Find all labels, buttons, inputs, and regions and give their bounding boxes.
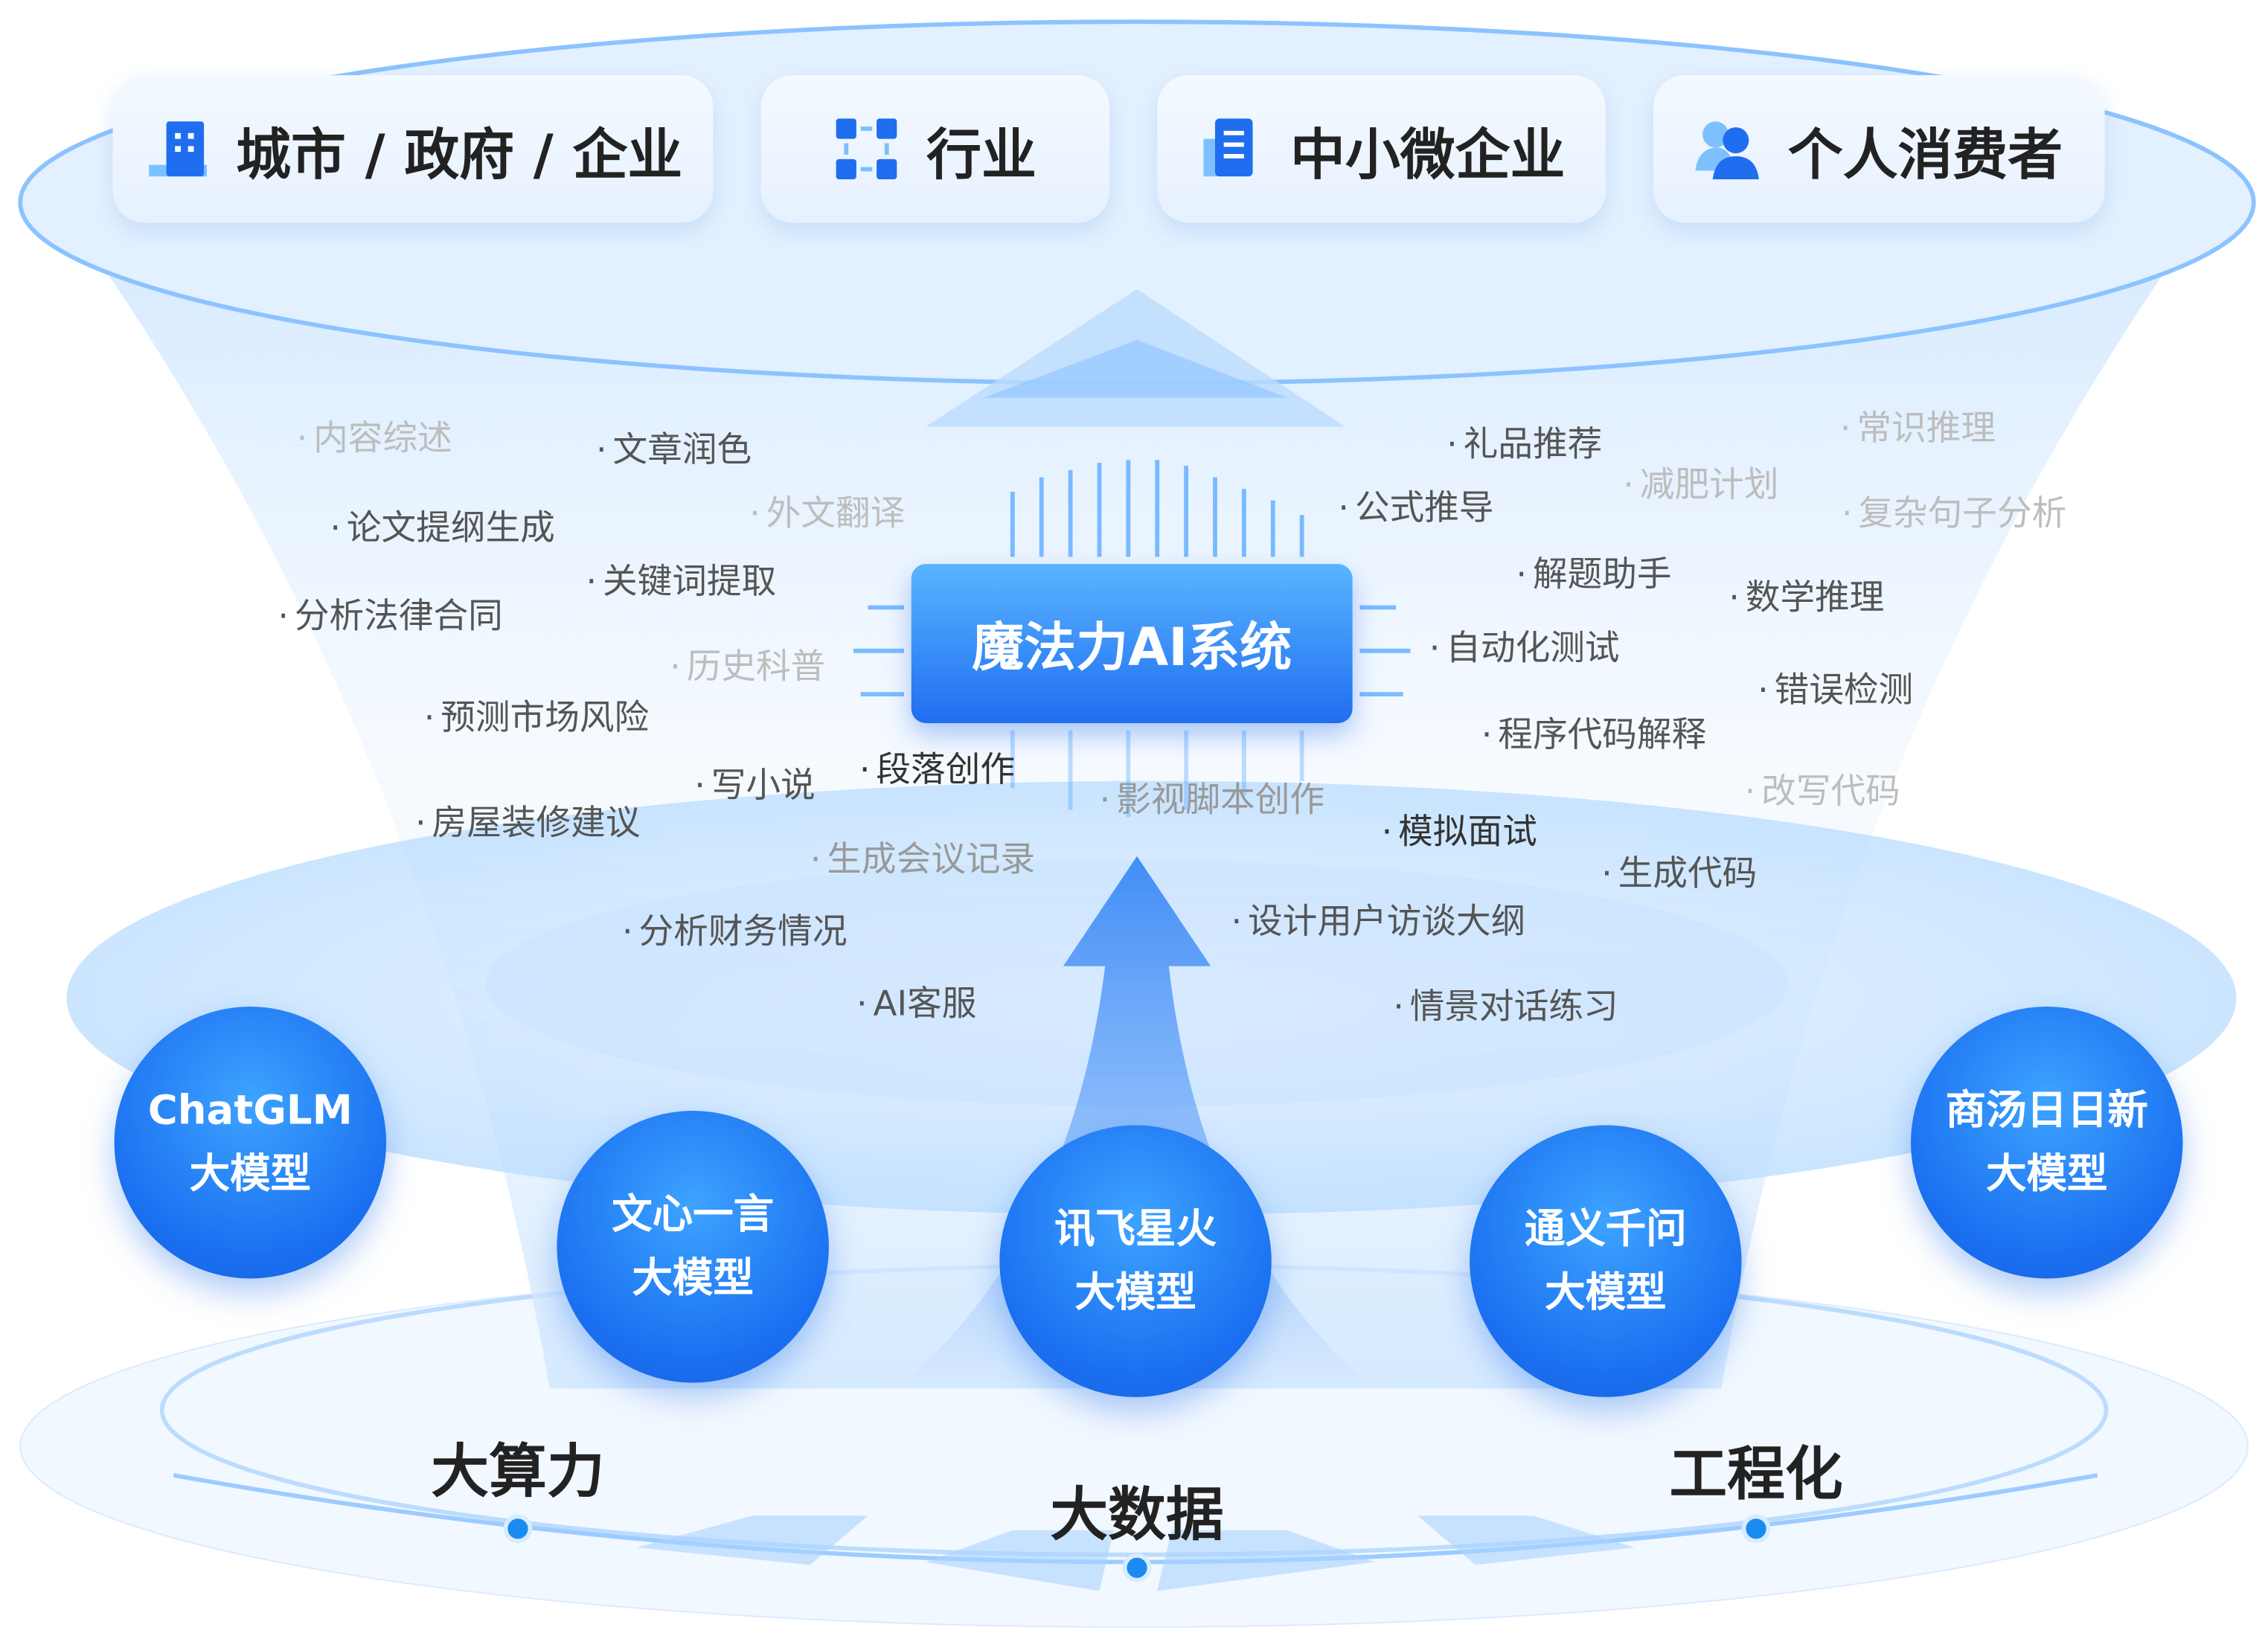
audience-card-consumer: 个人消费者 bbox=[1653, 75, 2105, 223]
capability-tag: 情景对话练习 bbox=[1393, 978, 1618, 1028]
capability-tag: 解题助手 bbox=[1516, 545, 1672, 596]
model-name: 通义千问 bbox=[1524, 1205, 1687, 1253]
model-xunfei: 讯飞星火大模型 bbox=[999, 1125, 1272, 1397]
audience-card-city-government-enterprise: 城市 / 政府 / 企业 bbox=[112, 75, 714, 223]
capability-tag: 论文提纲生成 bbox=[330, 499, 555, 550]
users-icon bbox=[1695, 121, 1759, 180]
capability-tag: 减肥计划 bbox=[1623, 455, 1779, 506]
capability-tag: 内容综述 bbox=[297, 409, 452, 460]
foundation-dot bbox=[503, 1514, 533, 1544]
capability-tag: 数学推理 bbox=[1729, 568, 1885, 619]
capability-tag: 改写代码 bbox=[1744, 762, 1900, 812]
audience-label: 个人消费者 bbox=[1787, 122, 2063, 186]
model-type: 大模型 bbox=[1074, 1268, 1197, 1317]
model-type: 大模型 bbox=[632, 1254, 754, 1302]
model-type: 大模型 bbox=[189, 1149, 311, 1198]
foundation-data: 大数据 bbox=[1050, 1482, 1224, 1550]
capability-tag: 房屋装修建议 bbox=[415, 794, 641, 844]
model-name: ChatGLM bbox=[147, 1085, 353, 1135]
model-type: 大模型 bbox=[1545, 1268, 1667, 1317]
capability-tag: 分析法律合同 bbox=[278, 587, 503, 638]
model-chatglm: ChatGLM 大模型 bbox=[114, 1007, 387, 1279]
capability-tag: 分析财务情况 bbox=[622, 902, 848, 953]
capability-tag: 影视脚本创作 bbox=[1099, 771, 1324, 821]
model-sensetime: 商汤日日新大模型 bbox=[1911, 1007, 2183, 1279]
capability-tag: 文章润色 bbox=[596, 421, 752, 472]
capability-tag: AI客服 bbox=[856, 975, 976, 1025]
model-tongyi: 通义千问大模型 bbox=[1470, 1125, 1742, 1397]
capability-tag: 错误检测 bbox=[1758, 661, 1914, 711]
foundation-dot bbox=[1741, 1514, 1771, 1544]
capability-tag: 设计用户访谈大纲 bbox=[1231, 892, 1525, 943]
capability-tag: 生成会议记录 bbox=[810, 830, 1035, 881]
audience-card-sme: 中小微企业 bbox=[1157, 75, 1606, 223]
capability-tag: 模拟面试 bbox=[1382, 803, 1537, 853]
foundation-compute: 大算力 bbox=[431, 1439, 605, 1506]
capability-tag: 自动化测试 bbox=[1429, 619, 1619, 670]
capability-tag: 常识推理 bbox=[1840, 400, 1996, 450]
capability-tag: 生成代码 bbox=[1601, 844, 1758, 895]
capability-tag: 公式推导 bbox=[1338, 478, 1494, 529]
audience-label: 城市 / 政府 / 企业 bbox=[236, 122, 683, 186]
document-building-icon bbox=[1203, 118, 1253, 177]
model-wenxin: 文心一言大模型 bbox=[557, 1110, 829, 1383]
foundation-dot bbox=[1122, 1553, 1152, 1582]
capability-tag: 复杂句子分析 bbox=[1842, 484, 2066, 535]
model-name: 商汤日日新 bbox=[1945, 1085, 2148, 1135]
capability-tag: 程序代码解释 bbox=[1481, 706, 1706, 757]
capability-tag: 外文翻译 bbox=[749, 484, 906, 535]
core-system-box: 魔法力AI系统 bbox=[911, 564, 1353, 723]
capability-tag: 关键词提取 bbox=[586, 553, 776, 603]
model-type: 大模型 bbox=[1986, 1149, 2108, 1198]
capability-tag: 礼品推荐 bbox=[1447, 415, 1603, 466]
model-name: 讯飞星火 bbox=[1054, 1205, 1217, 1253]
building-icon bbox=[149, 121, 208, 177]
audience-label: 中小微企业 bbox=[1290, 122, 1566, 186]
capability-tag: 段落创作 bbox=[859, 740, 1015, 791]
capability-tag: 历史科普 bbox=[670, 638, 826, 688]
audience-card-industry: 行业 bbox=[760, 75, 1110, 223]
capability-tag: 预测市场风险 bbox=[424, 688, 649, 739]
audience-label: 行业 bbox=[926, 122, 1037, 186]
model-name: 文心一言 bbox=[612, 1190, 775, 1239]
grid-arrows-icon bbox=[836, 118, 898, 180]
foundation-engineering: 工程化 bbox=[1669, 1442, 1843, 1509]
capability-tag: 写小说 bbox=[694, 757, 816, 807]
